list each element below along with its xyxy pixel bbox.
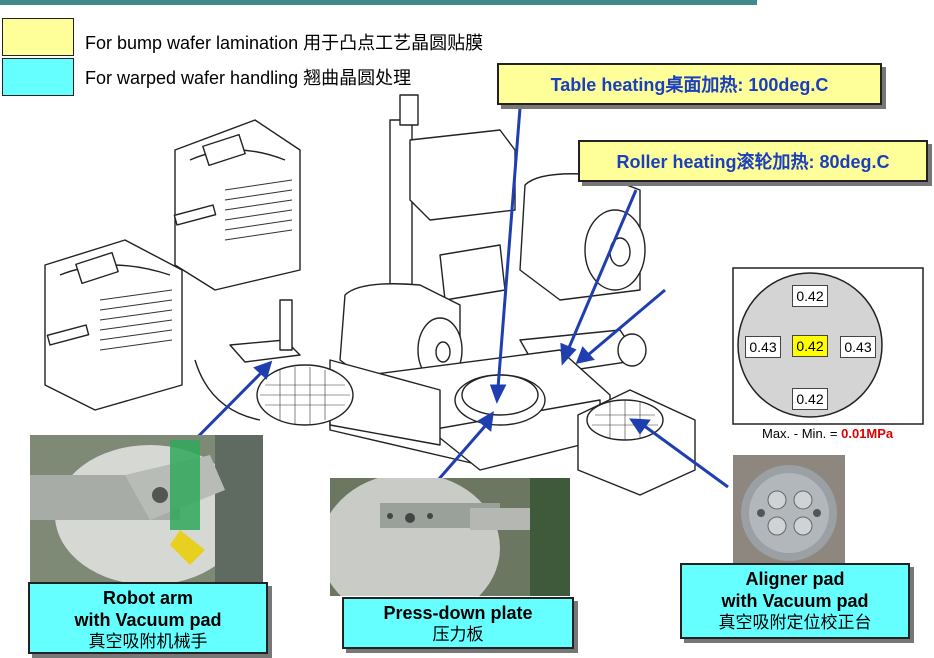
press-down-plate-photo — [330, 478, 570, 596]
legend-swatch-warped — [2, 58, 74, 96]
press-down-label: Press-down plate 压力板 — [342, 597, 574, 649]
legend-text-warped: For warped wafer handling 翘曲晶圆处理 — [85, 68, 412, 88]
table-heating-callout: Table heating桌面加热: 100deg.C — [497, 63, 882, 105]
roller-heating-callout: Roller heating滚轮加热: 80deg.C — [578, 140, 928, 182]
pressure-left: 0.43 — [745, 336, 781, 358]
aligner-label-zh: 真空吸附定位校正台 — [718, 613, 872, 633]
pressure-range-note: Max. - Min. = 0.01MPa — [762, 426, 894, 441]
robot-arm-label-line1: Robot arm — [103, 588, 193, 608]
aligner-label-line1: Aligner pad — [745, 569, 845, 589]
robot-arm-label: Robot arm with Vacuum pad 真空吸附机械手 — [28, 582, 268, 654]
vertical-column — [389, 119, 413, 301]
wafer-cassette-back — [174, 119, 301, 291]
press-down-label-zh: 压力板 — [432, 625, 484, 645]
aligner-pad-label: Aligner pad with Vacuum pad 真空吸附定位校正台 — [680, 563, 910, 639]
pressure-range-value: 0.01MPa — [841, 426, 894, 441]
aligner-label-line2: with Vacuum pad — [721, 591, 869, 611]
pressure-center: 0.42 — [792, 335, 828, 357]
aligner-pad-photo — [733, 455, 845, 567]
robot-arm-photo — [30, 435, 263, 585]
pressure-bottom: 0.42 — [792, 388, 828, 410]
wafer-cassette-front — [44, 239, 183, 411]
top-accent-bar — [0, 0, 757, 5]
legend-text-bump: For bump wafer lamination 用于凸点工艺晶圆贴膜 — [85, 33, 484, 53]
legend-swatch-bump — [2, 18, 74, 56]
robot-arm-label-line2: with Vacuum pad — [74, 610, 222, 630]
pressure-top: 0.42 — [792, 285, 828, 307]
pressure-right: 0.43 — [840, 336, 876, 358]
robot-arm-label-zh: 真空吸附机械手 — [88, 632, 208, 652]
press-down-label-line1: Press-down plate — [383, 603, 533, 623]
